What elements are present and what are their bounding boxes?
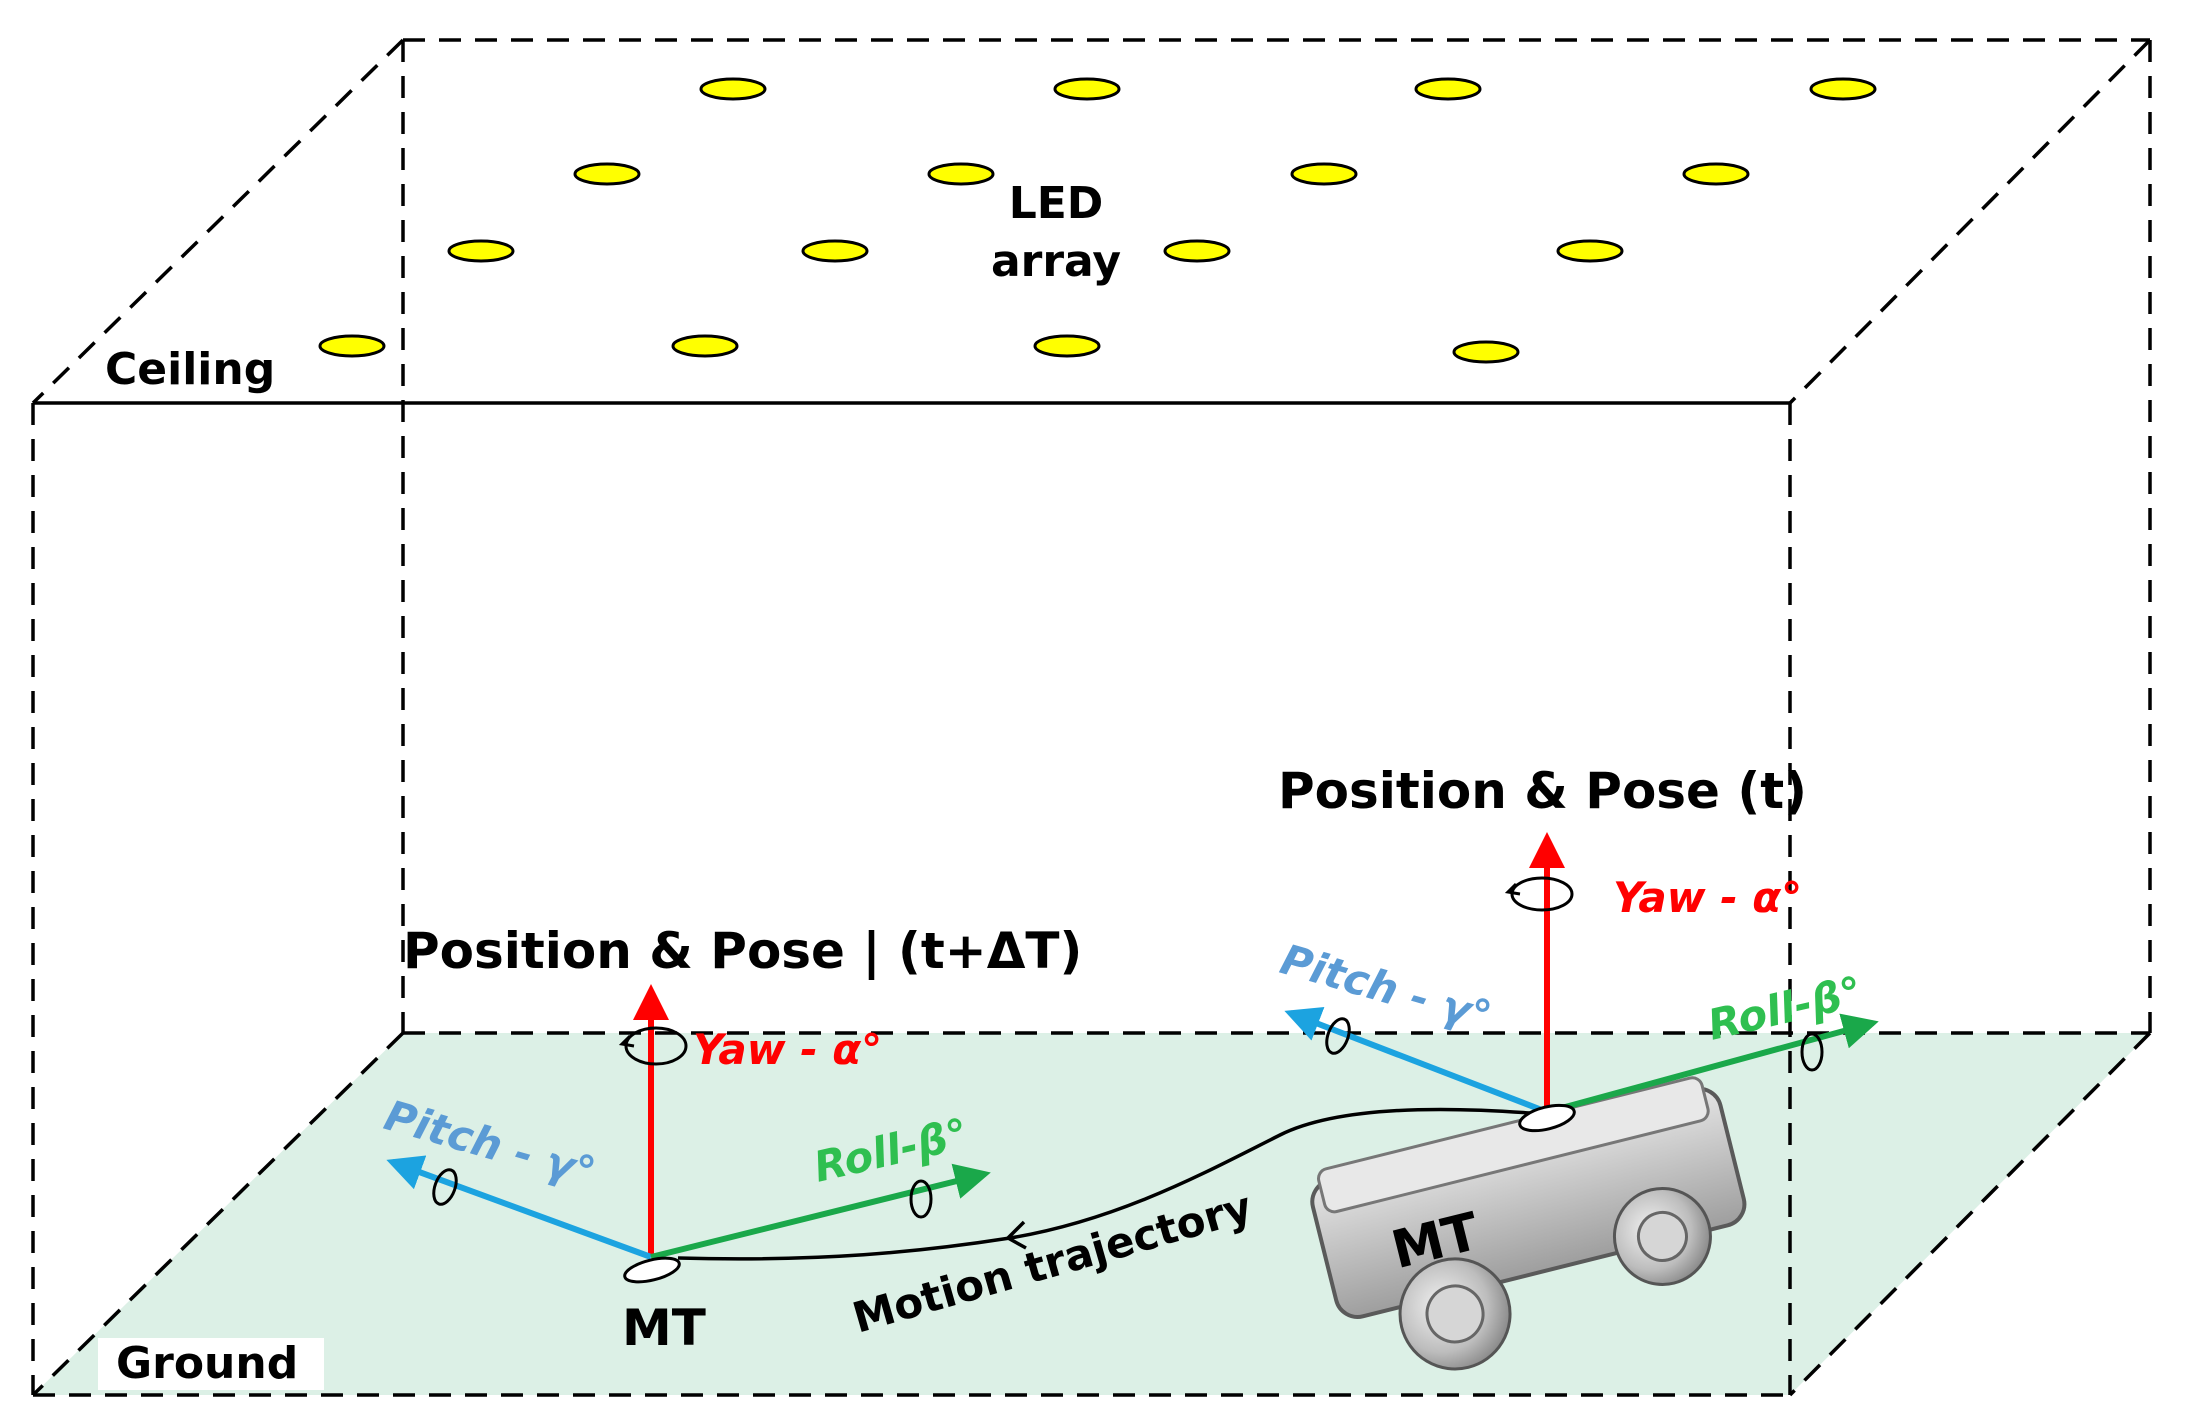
led-array xyxy=(318,77,1877,364)
led-light xyxy=(1809,77,1877,101)
mt-sensor-left xyxy=(623,1256,681,1284)
led-light xyxy=(801,239,869,263)
led-light xyxy=(573,162,641,186)
yaw-rotation-arrow-icon xyxy=(618,1034,635,1048)
led-light xyxy=(447,239,515,263)
yaw-rotation-icon xyxy=(1510,876,1574,912)
ground-label-bg xyxy=(98,1338,324,1390)
led-light xyxy=(1414,77,1482,101)
yaw-rotation-arrow-icon xyxy=(1504,882,1521,896)
pose-t-dt-label: Position & Pose | (t+ΔT) xyxy=(403,922,1082,980)
mobile-robot: MT xyxy=(1310,1076,1747,1371)
pitch-rotation-icon xyxy=(432,1168,458,1206)
robot-top-panel xyxy=(1317,1076,1710,1214)
led-array-label-line1: LED xyxy=(1009,178,1104,229)
led-light xyxy=(699,77,767,101)
led-light xyxy=(1290,162,1358,186)
yaw-label-right: Yaw - α° xyxy=(1613,873,1802,922)
pitch-rotation-icon xyxy=(1325,1017,1351,1055)
mt-sensor-right xyxy=(1518,1103,1576,1133)
trajectory-arrow-icon xyxy=(1005,1220,1027,1250)
led-light xyxy=(318,334,386,358)
led-light xyxy=(1163,239,1231,263)
roll-rotation-icon xyxy=(909,1179,933,1219)
led-light xyxy=(927,162,995,186)
pose-t: Position & Pose (t) Yaw - α° Pitch - γ° … xyxy=(1275,762,1879,1133)
led-array-label-line2: array xyxy=(991,236,1121,287)
led-light xyxy=(1556,239,1624,263)
yaw-label-left: Yaw - α° xyxy=(693,1025,882,1074)
pitch-axis-right xyxy=(1284,1006,1549,1115)
mt-label-left: MT xyxy=(622,1299,706,1357)
led-light xyxy=(671,334,739,358)
ground-label: Ground xyxy=(116,1338,298,1389)
led-light xyxy=(1452,340,1520,364)
roll-rotation-icon xyxy=(1800,1032,1824,1072)
ceiling-label: Ceiling xyxy=(105,344,275,395)
robot-wheel-hub-front-right xyxy=(1636,1210,1688,1262)
pose-t-label: Position & Pose (t) xyxy=(1278,762,1807,820)
robot-wheel-hub-front-left xyxy=(1425,1284,1485,1344)
ground-plane xyxy=(33,1033,2150,1395)
motion-trajectory-path xyxy=(677,1107,1531,1261)
pitch-axis-left xyxy=(386,1155,653,1260)
pitch-label-right: Pitch - γ° xyxy=(1275,935,1496,1042)
led-light xyxy=(1033,334,1101,358)
led-light xyxy=(1053,77,1121,101)
led-light xyxy=(1682,162,1750,186)
